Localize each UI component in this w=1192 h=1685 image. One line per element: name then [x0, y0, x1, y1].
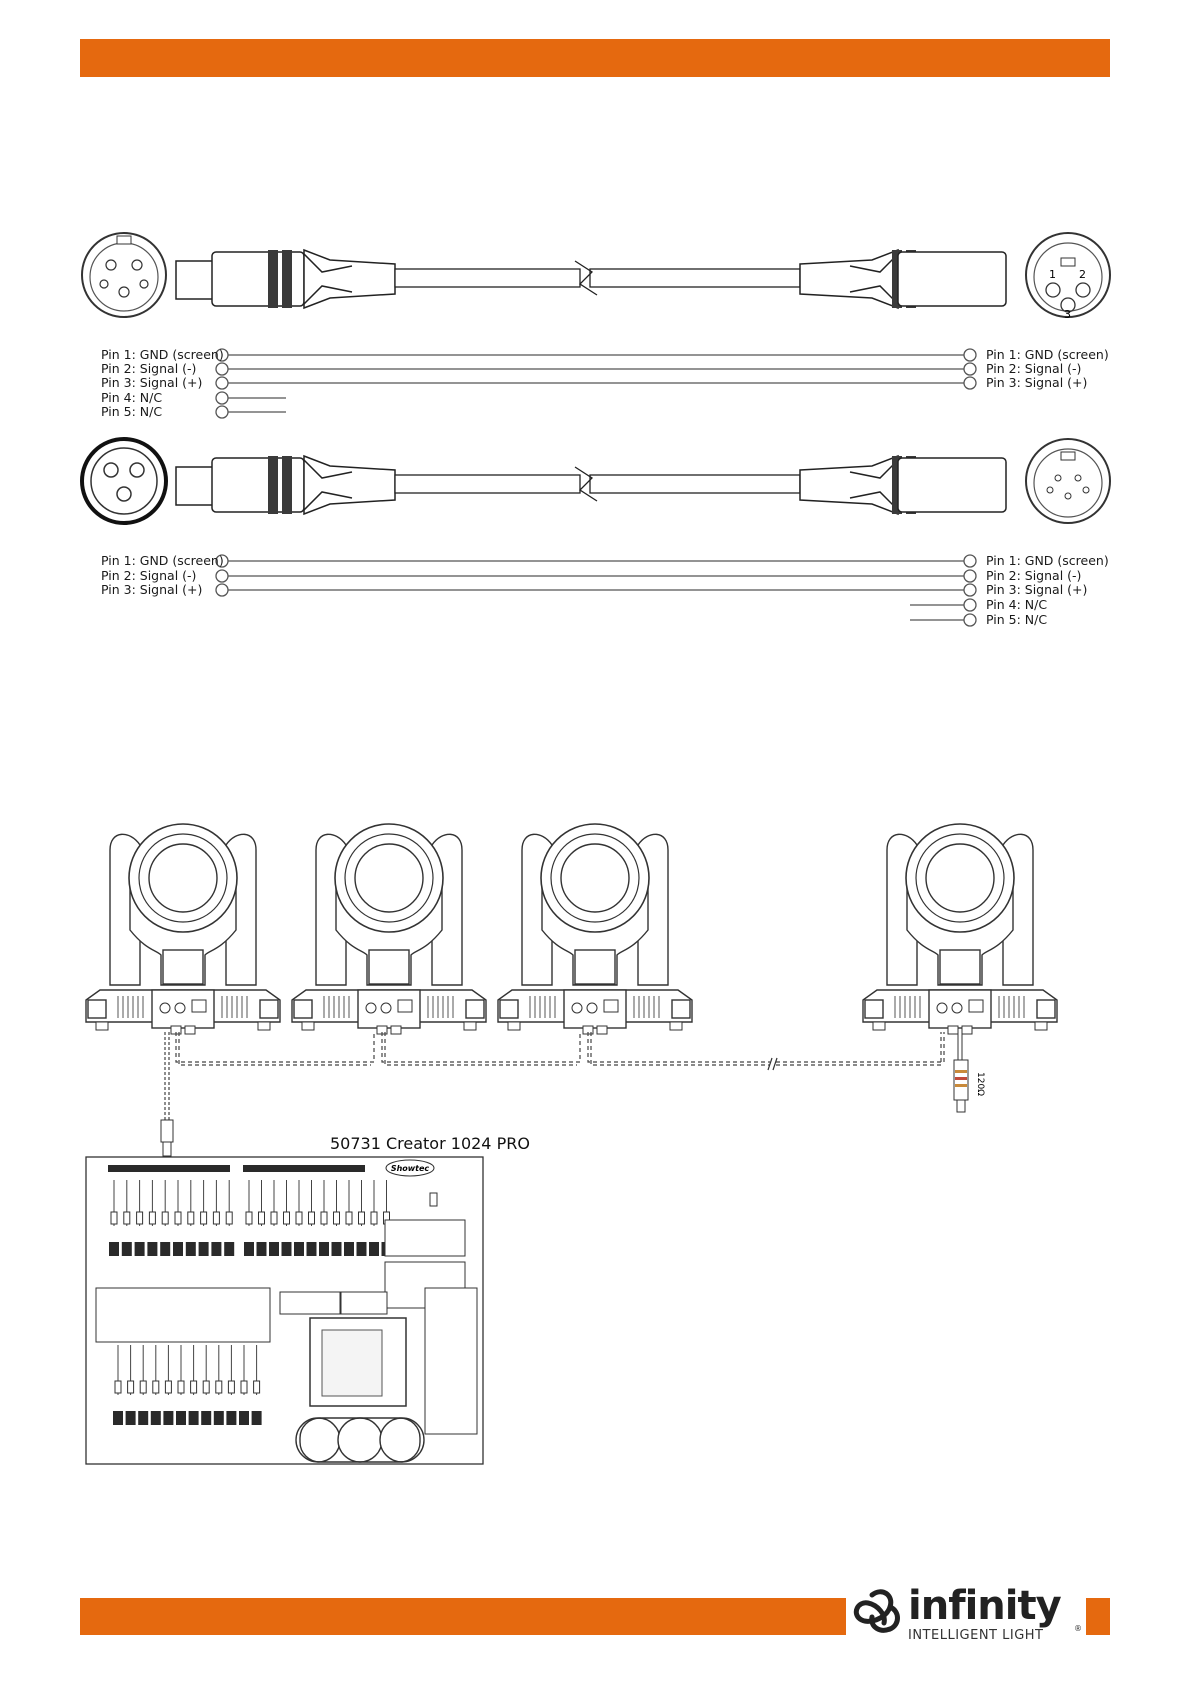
controller-fader [121, 1180, 132, 1256]
controller-fader [239, 1345, 249, 1425]
controller-fader [160, 1180, 171, 1256]
controller-fader [150, 1345, 161, 1425]
moving-head-4 [862, 823, 1058, 1035]
controller-fader [213, 1345, 224, 1425]
controller-fader [125, 1345, 136, 1425]
brand-trademark: ® [1074, 1624, 1082, 1633]
cable-1-pin-lines [215, 348, 977, 419]
cable-2-right-pin-3: Pin 3: Signal (+) [986, 582, 1087, 597]
controller-fader [294, 1180, 304, 1256]
cable-2-right-pin-4: Pin 4: N/C [986, 597, 1047, 612]
controller-label: 50731 Creator 1024 PRO [330, 1134, 530, 1153]
cable-2-left-pin-1: Pin 1: GND (screen) [101, 553, 224, 568]
controller-console [85, 1156, 484, 1465]
cable-1-pin-number-3: 3 [1064, 308, 1071, 321]
cable-2-drawing [80, 437, 1111, 525]
controller-fader [185, 1180, 196, 1256]
controller-fader [331, 1180, 342, 1256]
controller-fader [281, 1180, 292, 1256]
cable-1-left-pin-1: Pin 1: GND (screen) [101, 347, 224, 362]
dmx-chain [164, 1032, 945, 1120]
controller-fader [306, 1180, 317, 1256]
controller-fader [319, 1180, 329, 1256]
controller-fader [356, 1180, 367, 1256]
controller-plug [160, 1119, 174, 1158]
controller-fader [256, 1180, 267, 1256]
cable-1-pin-number-2: 2 [1079, 268, 1086, 281]
controller-fader [176, 1345, 186, 1425]
cable-1-drawing [81, 232, 1111, 318]
cable-2-left-pin-2: Pin 2: Signal (-) [101, 568, 196, 583]
cable-1-left-pin-5: Pin 5: N/C [101, 404, 162, 419]
controller-fader [244, 1180, 254, 1256]
controller-fader [147, 1180, 158, 1256]
cable-1-left-pin-4: Pin 4: N/C [101, 390, 162, 405]
controller-fader [269, 1180, 279, 1256]
controller-fader [201, 1345, 212, 1425]
moving-head-3 [497, 823, 693, 1035]
brand-tagline: INTELLIGENT LIGHT [908, 1628, 1044, 1643]
controller-fader [211, 1180, 222, 1256]
cable-2-left-pin-3: Pin 3: Signal (+) [101, 582, 202, 597]
moving-heads [85, 823, 1058, 1035]
cable-2-right-pin-5: Pin 5: N/C [986, 612, 1047, 627]
moving-head-2 [291, 823, 487, 1035]
cable-2-pin-lines [215, 554, 977, 627]
cable-1-left-pin-2: Pin 2: Signal (-) [101, 361, 196, 376]
controller-fader [226, 1345, 237, 1425]
controller-fader [198, 1180, 209, 1256]
cable-2-right-pin-1: Pin 1: GND (screen) [986, 553, 1109, 568]
controller-fader [163, 1345, 174, 1425]
footer-bar [80, 1598, 846, 1635]
cable-2-right-pin-2: Pin 2: Signal (-) [986, 568, 1081, 583]
infinity-logo: infinity INTELLIGENT LIGHT ® [853, 1583, 1082, 1643]
dmx-terminator [953, 1032, 969, 1113]
controller-fader [251, 1345, 262, 1425]
brand-name: infinity [908, 1583, 1062, 1629]
terminator-label: 120Ω [975, 1072, 985, 1096]
controller-fader [138, 1345, 149, 1425]
controller-fader [134, 1180, 145, 1256]
controller-fader [344, 1180, 354, 1256]
infinity-knot-icon [853, 1589, 900, 1633]
controller-fader [188, 1345, 199, 1425]
moving-head-1 [85, 823, 281, 1035]
controller-fader [109, 1180, 119, 1256]
footer-bar-tab [1086, 1598, 1110, 1635]
cable-1-right-pin-2: Pin 2: Signal (-) [986, 361, 1081, 376]
controller-badge: Showtec [391, 1164, 430, 1173]
controller-fader [224, 1180, 235, 1256]
cable-1-pin-number-1: 1 [1049, 268, 1056, 281]
controller-fader [173, 1180, 183, 1256]
controller-fader [369, 1180, 379, 1256]
cable-1-right-pin-3: Pin 3: Signal (+) [986, 375, 1087, 390]
header-bar [80, 39, 1110, 77]
cable-1-left-pin-3: Pin 3: Signal (+) [101, 375, 202, 390]
cable-1-right-pin-1: Pin 1: GND (screen) [986, 347, 1109, 362]
controller-fader [113, 1345, 123, 1425]
